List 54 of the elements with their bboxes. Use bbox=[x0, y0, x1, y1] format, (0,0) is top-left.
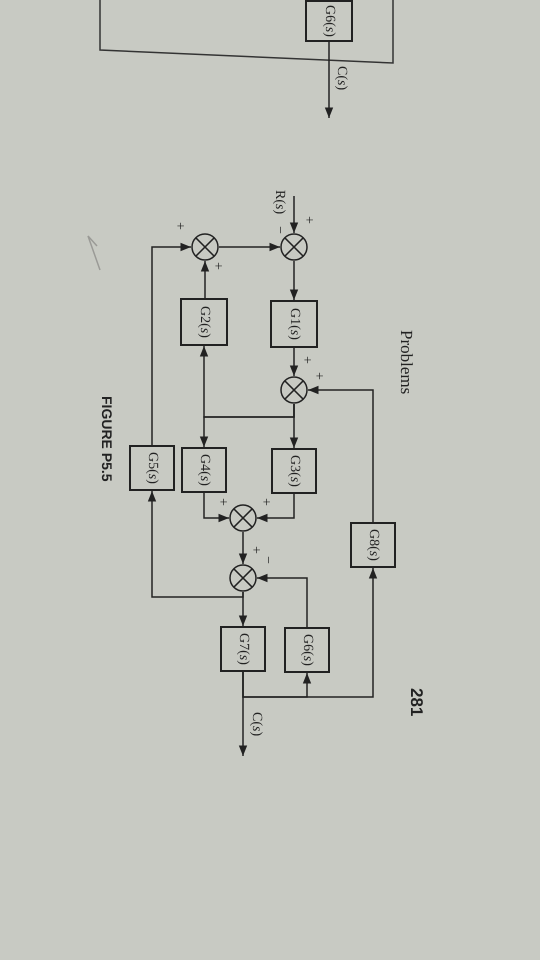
transfer-function-block bbox=[220, 626, 266, 672]
signal-arrow bbox=[148, 491, 244, 598]
sign-label: + bbox=[172, 222, 186, 230]
signal-arrow bbox=[200, 261, 210, 298]
transfer-function-block bbox=[129, 445, 175, 491]
signal-arrow bbox=[308, 386, 374, 522]
page-heading: Problems bbox=[398, 330, 415, 394]
summing-junction bbox=[280, 376, 308, 404]
signal-arrow bbox=[290, 196, 298, 233]
sign-label: + bbox=[258, 498, 272, 506]
transfer-function-block bbox=[305, 0, 353, 42]
signal-arrow bbox=[219, 242, 280, 252]
transfer-function-block bbox=[350, 522, 396, 568]
sign-label: + bbox=[248, 546, 262, 554]
block-label: G6(s) bbox=[300, 634, 314, 666]
signal-label: C(s) bbox=[249, 712, 263, 736]
block-label: G7(s) bbox=[236, 633, 250, 665]
summing-junction bbox=[280, 233, 308, 261]
block-label: G5(s) bbox=[145, 452, 159, 484]
sign-label: + bbox=[210, 262, 224, 270]
summing-junction bbox=[191, 233, 219, 261]
transfer-function-block bbox=[180, 298, 228, 346]
transfer-function-block bbox=[271, 448, 317, 494]
block-label: G2(s) bbox=[197, 306, 211, 338]
block-label: G6(s) bbox=[322, 5, 336, 37]
signal-arrow bbox=[257, 494, 295, 522]
block-label: G3(s) bbox=[287, 455, 301, 487]
sign-label: + bbox=[301, 216, 315, 224]
signal-arrow bbox=[257, 574, 308, 627]
transfer-function-block bbox=[270, 300, 318, 348]
signal-arrow bbox=[324, 42, 334, 118]
sign-label: + bbox=[215, 498, 229, 506]
signal-arrow bbox=[290, 261, 298, 300]
summing-junction bbox=[229, 504, 257, 532]
block-label: G8(s) bbox=[366, 529, 380, 561]
transfer-function-block bbox=[284, 627, 330, 673]
sign-label: − bbox=[260, 556, 274, 564]
signal-arrow bbox=[238, 532, 248, 564]
block-label: G4(s) bbox=[197, 454, 211, 486]
sign-label: − bbox=[272, 226, 286, 234]
signal-label: C(s) bbox=[334, 66, 348, 90]
summing-junction bbox=[229, 564, 257, 592]
block-label: G1(s) bbox=[287, 308, 301, 340]
signal-arrow bbox=[242, 568, 378, 698]
sign-label: + bbox=[299, 356, 313, 364]
signal-arrow bbox=[290, 348, 298, 376]
signal-label: R(s) bbox=[272, 190, 286, 214]
figure-caption: FIGURE P5.5 bbox=[100, 396, 114, 482]
page-number: 281 bbox=[408, 688, 425, 716]
sign-label: + bbox=[311, 372, 325, 380]
transfer-function-block bbox=[181, 447, 227, 493]
signal-arrow bbox=[200, 346, 295, 418]
signal-arrow bbox=[151, 242, 191, 445]
signal-arrow bbox=[203, 493, 229, 522]
